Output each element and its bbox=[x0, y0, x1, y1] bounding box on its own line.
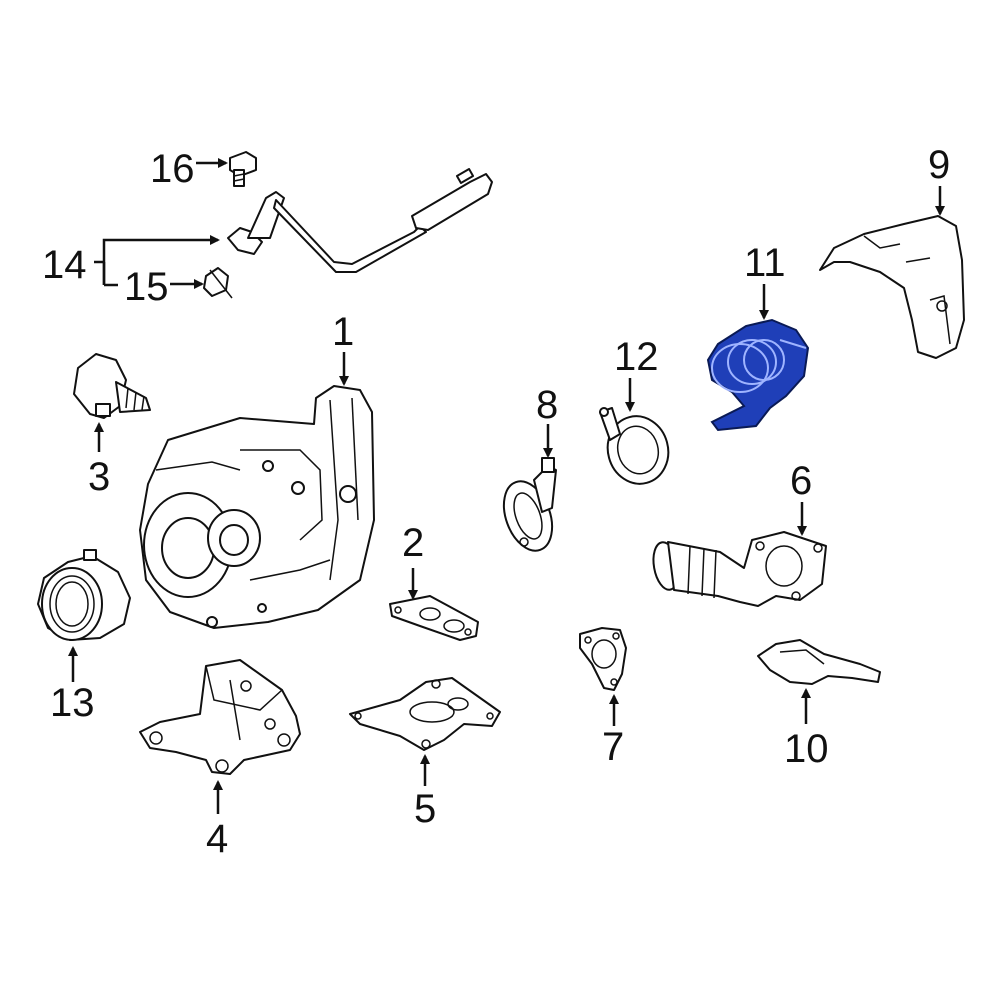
callout-1[interactable]: 1 bbox=[332, 310, 354, 354]
callout-7[interactable]: 7 bbox=[602, 725, 624, 769]
part-4-bracket[interactable] bbox=[139, 659, 301, 775]
callout-10[interactable]: 10 bbox=[784, 727, 829, 771]
callout-15[interactable]: 15 bbox=[124, 265, 169, 309]
part-13-hose-coupler[interactable] bbox=[37, 549, 131, 641]
callout-4[interactable]: 4 bbox=[206, 817, 228, 861]
part-11-heat-shield[interactable] bbox=[706, 318, 810, 432]
part-12-v-band-clamp[interactable] bbox=[599, 407, 676, 491]
callout-16[interactable]: 16 bbox=[150, 147, 195, 191]
part-16-bolt[interactable] bbox=[229, 151, 257, 187]
part-1-turbocharger[interactable] bbox=[139, 385, 375, 629]
callout-12[interactable]: 12 bbox=[614, 335, 659, 379]
callout-8[interactable]: 8 bbox=[536, 383, 558, 427]
part-7-flange-gasket[interactable] bbox=[579, 627, 627, 691]
part-14-oil-feed-tube[interactable] bbox=[227, 168, 493, 273]
callout-13[interactable]: 13 bbox=[50, 681, 95, 725]
part-9-shield[interactable] bbox=[819, 215, 965, 359]
part-6-exhaust-pipe[interactable] bbox=[650, 531, 827, 607]
part-3-connector[interactable] bbox=[73, 353, 151, 419]
part-10-small-shield[interactable] bbox=[757, 639, 881, 685]
callout-3[interactable]: 3 bbox=[88, 455, 110, 499]
part-2-gasket[interactable] bbox=[389, 595, 479, 641]
callout-14[interactable]: 14 bbox=[42, 243, 87, 287]
part-15-fitting[interactable] bbox=[203, 267, 233, 299]
callout-9[interactable]: 9 bbox=[928, 143, 950, 187]
callout-5[interactable]: 5 bbox=[414, 787, 436, 831]
part-5-gasket-plate[interactable] bbox=[349, 677, 501, 751]
callout-11[interactable]: 11 bbox=[744, 241, 786, 285]
callout-2[interactable]: 2 bbox=[402, 521, 424, 565]
part-8-clamp[interactable] bbox=[495, 457, 561, 557]
callout-6[interactable]: 6 bbox=[790, 459, 812, 503]
